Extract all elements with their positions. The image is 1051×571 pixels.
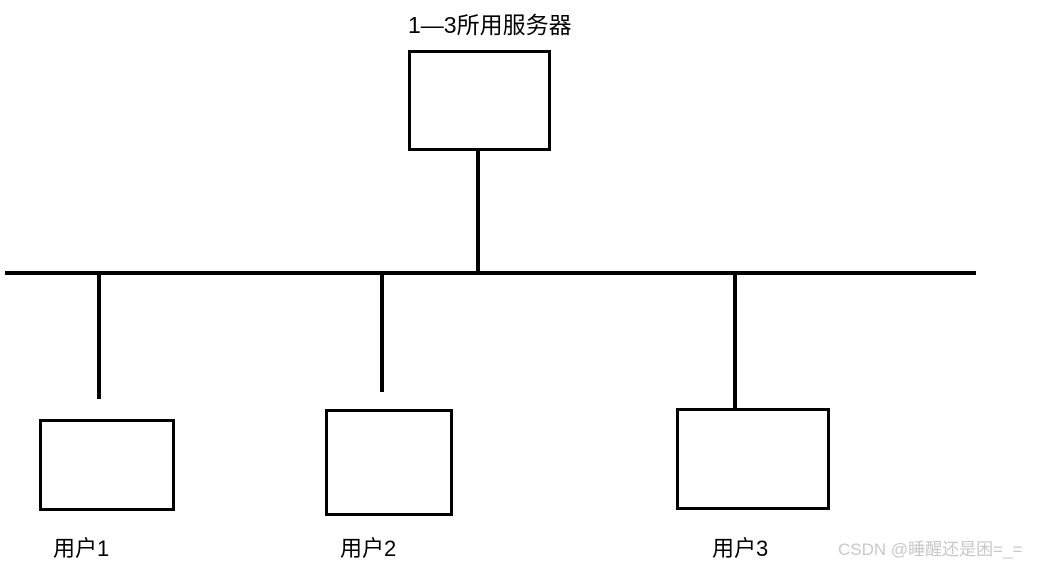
csdn-watermark: CSDN @睡醒还是困=_= <box>838 540 1023 559</box>
client-2-label: 用户2 <box>340 536 397 561</box>
client-1-box <box>39 419 175 511</box>
server-box <box>408 50 551 151</box>
client-3-box <box>676 408 830 510</box>
client-2-box <box>325 409 453 516</box>
server-title-label: 1—3所用服务器 <box>408 12 572 38</box>
client-1-label: 用户1 <box>53 536 110 561</box>
client-3-label: 用户3 <box>712 536 769 561</box>
client-2-connector-line <box>380 275 384 392</box>
client-3-connector-line <box>733 273 737 409</box>
network-bus-line <box>5 271 976 275</box>
client-1-connector-line <box>97 275 101 399</box>
server-connector-line <box>476 151 480 273</box>
